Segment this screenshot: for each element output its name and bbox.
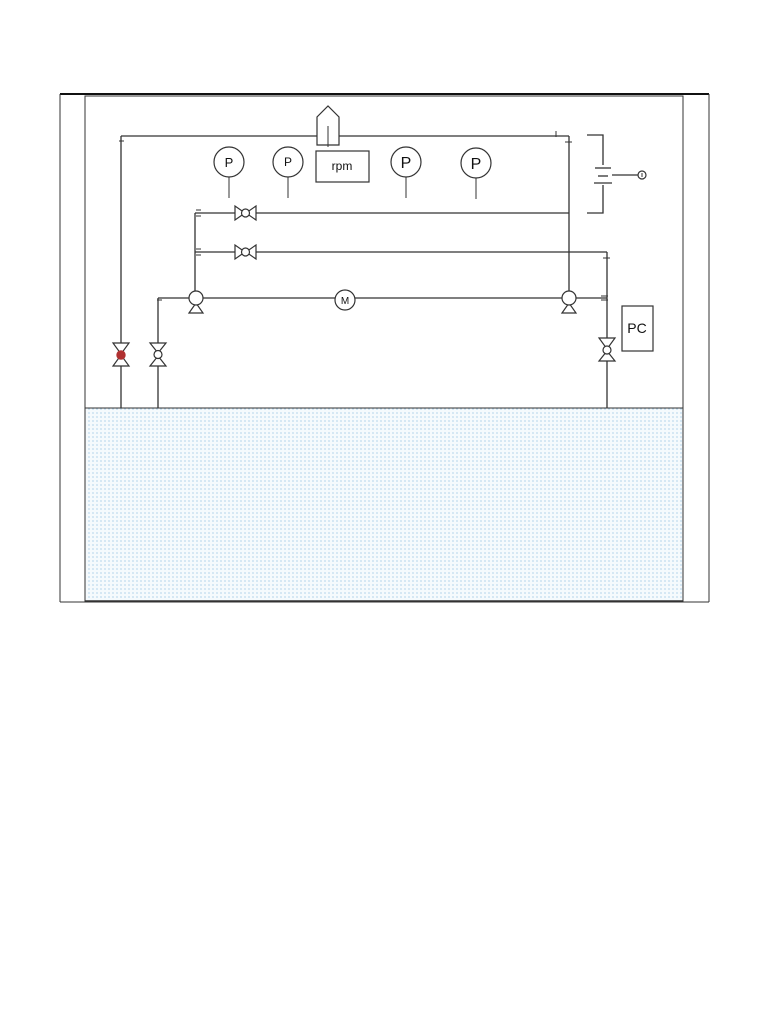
controller-label: PC [627,320,646,336]
gauge-label: P [284,155,292,169]
pressure-gauge-4: P [460,147,492,199]
main-pipe [157,295,608,408]
speed-display: rpm [315,150,370,183]
valve-left [148,342,168,367]
pressure-gauge-2: P [272,146,304,198]
speed-display-label: rpm [332,159,353,173]
pump-2 [560,290,578,314]
gauge-label: P [225,155,234,170]
gate-valve-2 [234,243,257,261]
water-body [85,407,683,602]
outer-frame [59,93,710,603]
valve-right [597,337,617,362]
pump-1 [187,290,205,314]
gauge-label: P [401,155,412,172]
bypass-pipe-2 [195,248,610,408]
pressure-gauge-3: P [390,146,422,198]
valve-left-active [111,342,131,367]
gauge-label: P [471,156,482,173]
gate-valve-1 [234,204,257,222]
vent-icon [316,105,340,147]
motor-label: M [341,296,349,307]
pressure-controller: PC [621,305,654,352]
motor: M [334,289,356,311]
pressure-gauge-1: P [213,146,245,198]
battery-icon [587,134,647,214]
